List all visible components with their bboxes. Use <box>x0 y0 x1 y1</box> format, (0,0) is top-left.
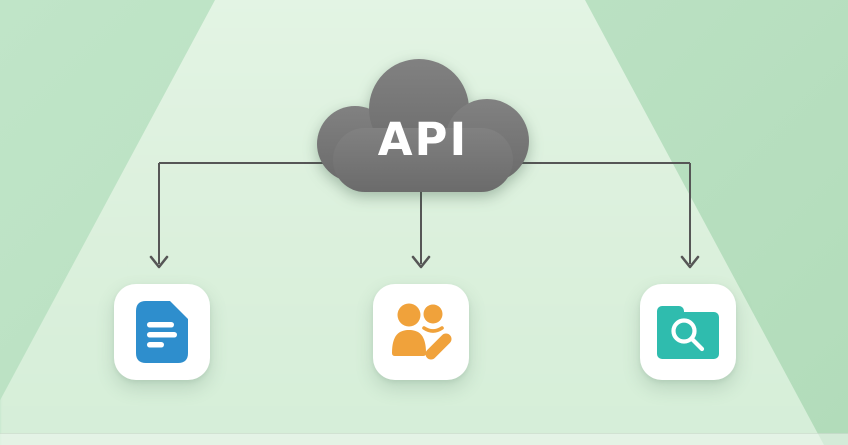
document-icon <box>136 301 188 363</box>
documents-card <box>114 284 210 380</box>
pencil-icon <box>425 333 452 360</box>
folder-search-icon <box>657 305 719 359</box>
users-edit-card <box>373 284 469 380</box>
middle-arrowhead-icon <box>411 255 431 269</box>
users-edit-icon <box>392 303 452 360</box>
api-label: API <box>378 113 469 166</box>
right-arrowhead-icon <box>680 255 700 269</box>
folder-search-card <box>640 284 736 380</box>
bottom-edge-strip <box>0 433 848 445</box>
magnifier-icon <box>671 317 697 344</box>
left-arrowhead-icon <box>149 255 169 269</box>
api-cloud-icon: API <box>317 59 529 192</box>
